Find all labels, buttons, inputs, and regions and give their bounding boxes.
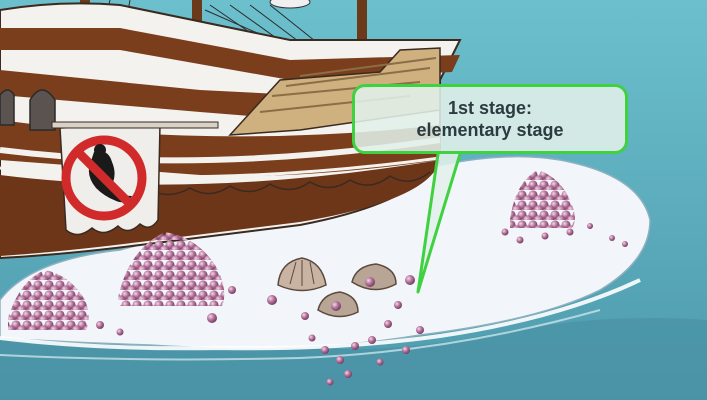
pearl-pile-left [8,270,89,330]
callout-line-2: elementary stage [416,120,564,140]
scattered-pearls [96,223,628,386]
callout-pointer [416,152,462,294]
pearl-pile-center [118,232,225,306]
oyster-shells [277,257,397,318]
pearl-pile-right [510,170,575,228]
no-mermaid-sign-icon [51,121,219,236]
callout-line-1: 1st stage: [447,98,533,118]
stage-callout: 1st stage: elementary stage [352,84,628,154]
